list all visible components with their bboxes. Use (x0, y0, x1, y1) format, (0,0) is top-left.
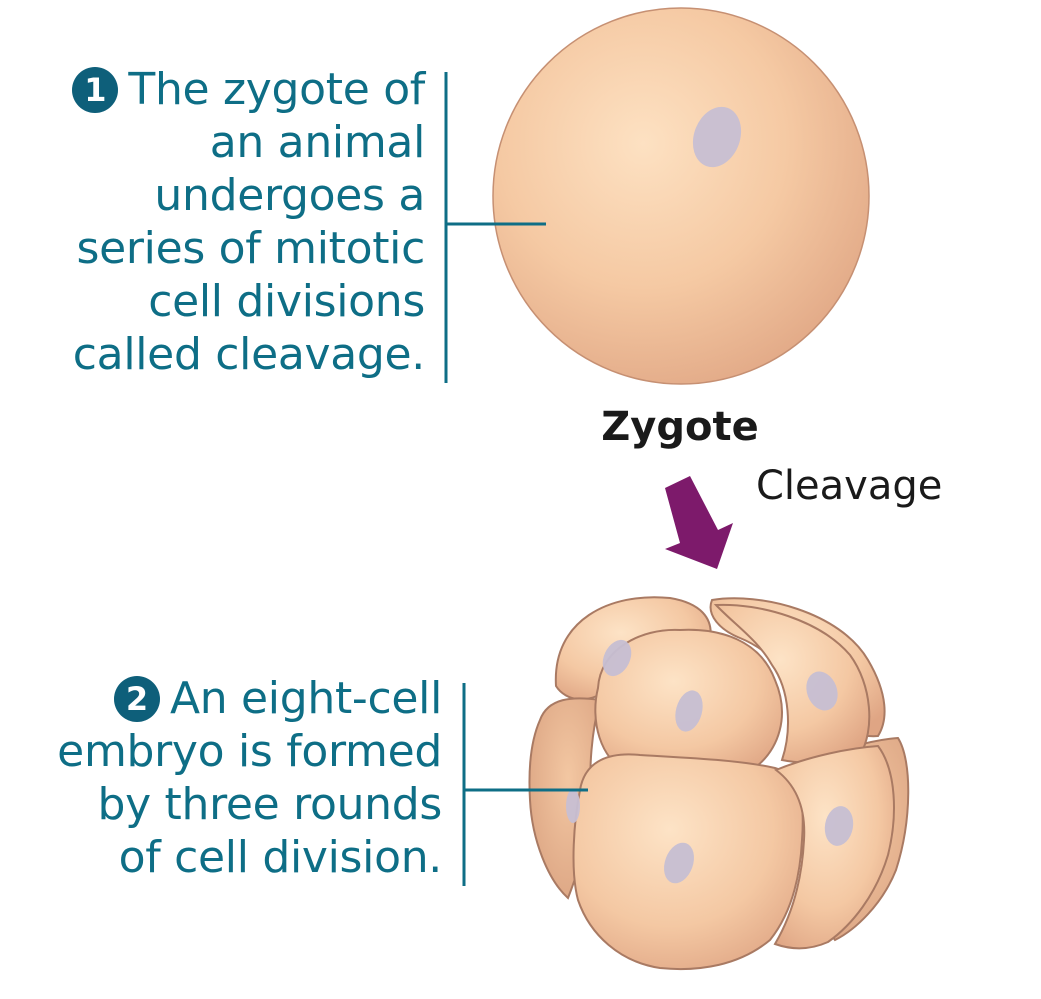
step1-line-2: an animal (209, 117, 426, 168)
step2-line-1-text: An eight-cell (169, 673, 442, 724)
step2-line-4: of cell division. (118, 832, 443, 883)
eight-cell-embryo (528, 596, 910, 971)
step1-leader (444, 72, 546, 383)
step1-number-badge: 1 (72, 67, 119, 113)
step2-leader (462, 683, 588, 886)
step1-line-1-text: The zygote of (128, 64, 425, 115)
cleavage-label: Cleavage (756, 463, 943, 509)
step2-line-3: by three rounds (97, 779, 442, 830)
zygote-nucleus (692, 106, 742, 168)
step1-line-3: undergoes a (154, 170, 425, 221)
step2-number-badge: 2 (113, 676, 160, 722)
zygote-cell (492, 7, 870, 385)
step1-line-4: series of mitotic (76, 223, 425, 274)
step1-line-5: cell divisions (148, 276, 425, 327)
cleavage-arrow (665, 476, 733, 569)
embryo-nuclei (566, 639, 854, 884)
zygote-label: Zygote (601, 404, 759, 450)
step2-line-2: embryo is formed (57, 726, 442, 777)
embryo-cell-bottom-right (773, 744, 895, 950)
step1-line-6: called cleavage. (72, 329, 426, 380)
